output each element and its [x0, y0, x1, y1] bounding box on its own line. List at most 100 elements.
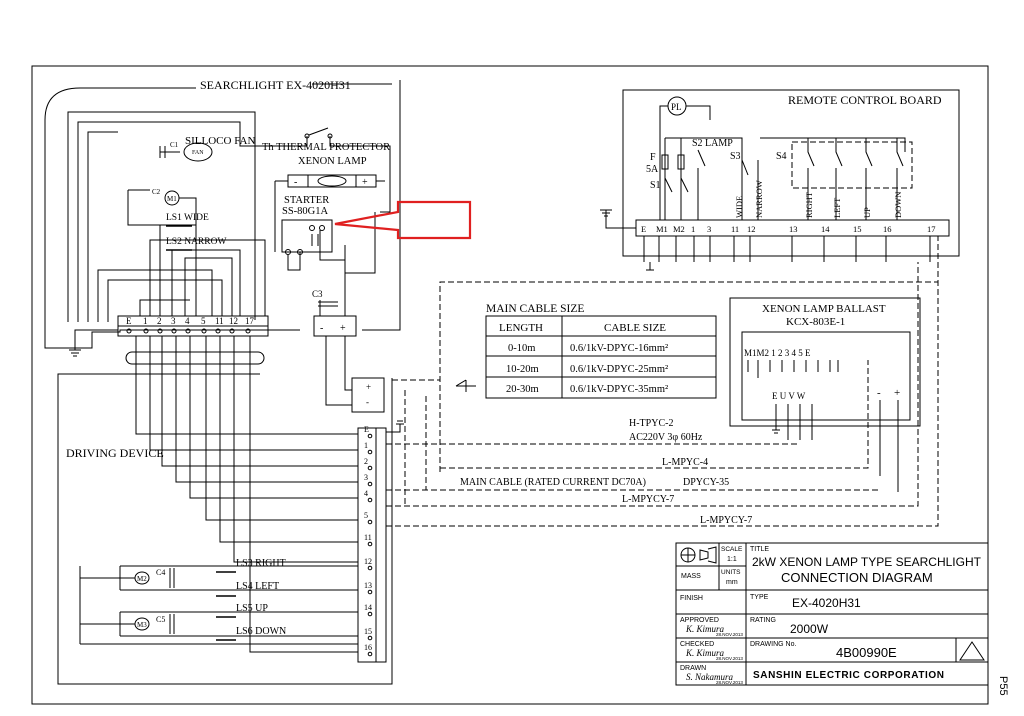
svg-text:UNITS: UNITS	[721, 569, 741, 576]
switch-contact	[896, 138, 904, 220]
top-terminal-screw	[143, 328, 149, 334]
svg-text:28.NOV.2013: 28.NOV.2013	[716, 632, 743, 637]
remote-title: REMOTE CONTROL BOARD	[788, 93, 942, 107]
top-terminal-label: E	[126, 316, 132, 326]
driving-enclosure	[57, 373, 393, 685]
dd-power-terminal: + -	[325, 336, 385, 413]
dd-terminal-screw	[367, 651, 373, 657]
svg-text:E U V W: E U V W	[772, 391, 806, 401]
starter: STARTER SS-80G1A	[281, 195, 333, 255]
svg-text:C5: C5	[156, 615, 165, 624]
bundle-wire	[249, 336, 358, 653]
svg-text:STARTER: STARTER	[284, 195, 329, 206]
svg-text:mm: mm	[726, 579, 738, 586]
top-terminal-screw	[171, 328, 177, 334]
ls3-label: LS3 RIGHT	[236, 558, 286, 569]
remote-terminal-label: 16	[883, 224, 892, 234]
switch-label: NARROW	[754, 180, 764, 218]
switch-contact	[835, 138, 843, 220]
svg-text:2000W: 2000W	[790, 622, 829, 636]
svg-text:M2: M2	[137, 575, 147, 583]
svg-text:EX-4020H31: EX-4020H31	[792, 596, 861, 610]
svg-text:FINISH: FINISH	[680, 595, 703, 602]
svg-text:28.NOV.2013: 28.NOV.2013	[716, 656, 743, 661]
svg-text:Th THERMAL PROTECTOR: Th THERMAL PROTECTOR	[262, 142, 390, 153]
svg-text:CHECKED: CHECKED	[680, 641, 714, 648]
switch-label: RIGHT	[804, 191, 814, 218]
dd-terminal-label: E	[364, 425, 369, 434]
svg-text:-: -	[320, 323, 323, 334]
svg-text:FAN: FAN	[192, 150, 204, 156]
svg-text:10-20m: 10-20m	[506, 364, 539, 375]
dd-terminal-label: 12	[364, 557, 372, 566]
switch-label: WIDE	[734, 196, 744, 218]
svg-text:K. Kimura: K. Kimura	[685, 648, 725, 658]
bundle-wires	[135, 336, 358, 653]
svg-text:1:1: 1:1	[727, 556, 737, 563]
drawing-border	[31, 65, 989, 705]
dd-terminal-label: 1	[364, 441, 368, 450]
remote-board	[622, 89, 960, 257]
dd-terminal-label: 4	[364, 489, 368, 498]
remote-terminal-label: M1	[656, 224, 668, 234]
dd-terminal-label: 11	[364, 533, 372, 542]
top-terminal-label: 12	[229, 316, 238, 326]
svg-text:SS-80G1A: SS-80G1A	[282, 206, 329, 217]
top-terminal-screw	[201, 328, 207, 334]
dd-terminal-label: 16	[364, 643, 372, 652]
svg-text:MASS: MASS	[681, 573, 701, 580]
svg-text:XENON LAMP: XENON LAMP	[298, 156, 367, 167]
svg-text:2kW XENON LAMP TYPE SEARCHLIGH: 2kW XENON LAMP TYPE SEARCHLIGHT	[752, 555, 982, 569]
dd-terminal-label: 15	[364, 627, 372, 636]
svg-text:-: -	[294, 177, 297, 188]
svg-text:-: -	[366, 397, 369, 407]
remote-terminal-label: 1	[691, 224, 695, 234]
svg-text:S4: S4	[776, 151, 787, 162]
svg-text:S3: S3	[730, 151, 741, 162]
cable-ac: AC220V 3φ 60Hz	[629, 432, 703, 443]
remote-terminal-label: 14	[821, 224, 830, 234]
svg-text:F: F	[650, 152, 656, 163]
silloco-fan: C1 FAN SILLOCO FAN	[159, 135, 255, 162]
svg-text:5A: 5A	[646, 164, 659, 175]
m2-motor-group: LS3 RIGHT LS4 LEFT M2 C4	[79, 558, 358, 644]
svg-text:+: +	[340, 323, 346, 334]
cable-lmpycy7a: L-MPYCY-7	[622, 494, 674, 505]
bundle-wire	[233, 336, 358, 563]
top-terminal-label: 3	[171, 316, 176, 326]
svg-text:0.6/1kV-DPYC-16mm²: 0.6/1kV-DPYC-16mm²	[570, 343, 668, 354]
svg-text:TITLE: TITLE	[750, 546, 769, 553]
dd-terminal-label: 2	[364, 457, 368, 466]
svg-text:M1: M1	[167, 195, 177, 203]
switch-wires	[741, 160, 759, 220]
svg-text:20-30m: 20-30m	[506, 384, 539, 395]
dd-terminal-screw	[367, 519, 373, 525]
cable-dpycy: DPYCY-35	[683, 477, 729, 488]
ballast-title: XENON LAMP BALLAST	[762, 303, 886, 315]
ballast-box	[729, 297, 921, 427]
driving-title: DRIVING DEVICE	[66, 446, 164, 460]
dd-terminal-screw	[367, 589, 373, 595]
switch-contact	[807, 138, 815, 220]
cable-size-table: LENGTH CABLE SIZE 0-10m 0.6/1kV-DPYC-16m…	[485, 315, 717, 399]
svg-text:+: +	[894, 387, 900, 399]
svg-text:0.6/1kV-DPYC-25mm²: 0.6/1kV-DPYC-25mm²	[570, 364, 668, 375]
top-terminal-screw	[126, 328, 132, 334]
svg-text:4B00990E: 4B00990E	[836, 645, 897, 660]
svg-text:+: +	[366, 382, 371, 392]
dd-terminal-label: 3	[364, 473, 368, 482]
top-terminal-label: 5	[201, 316, 206, 326]
svg-text:0-10m: 0-10m	[508, 343, 535, 354]
svg-text:CABLE SIZE: CABLE SIZE	[604, 322, 666, 334]
svg-text:DRAWN: DRAWN	[680, 665, 706, 672]
bundle-wire	[205, 336, 358, 521]
dd-terminal-screw	[367, 541, 373, 547]
remote-terminal-label: 11	[731, 224, 739, 234]
top-terminal-screw	[157, 328, 163, 334]
table-title: MAIN CABLE SIZE	[486, 303, 584, 315]
svg-text:28.NOV.2013: 28.NOV.2013	[716, 680, 743, 685]
remote-terminal-label: M2	[673, 224, 685, 234]
switch-label: LEFT	[832, 197, 842, 218]
